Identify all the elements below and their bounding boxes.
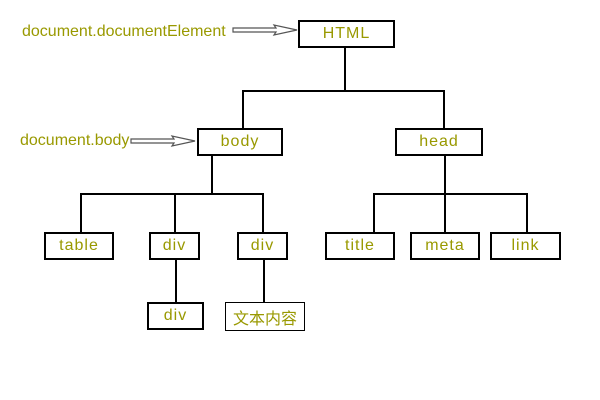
- node-div-1: div: [149, 232, 200, 260]
- connector-line: [344, 48, 346, 90]
- node-table: table: [44, 232, 114, 260]
- connector-line: [175, 260, 177, 302]
- node-title: title: [325, 232, 395, 260]
- connector-line: [373, 193, 528, 195]
- node-meta: meta: [410, 232, 480, 260]
- node-div-2: div: [237, 232, 288, 260]
- document-documentelement-label: document.documentElement: [22, 23, 226, 40]
- right-arrow-icon: [232, 24, 298, 36]
- document-body-label: document.body: [20, 132, 130, 149]
- connector-line: [211, 156, 213, 195]
- connector-line: [80, 193, 82, 232]
- connector-line: [373, 193, 375, 232]
- connector-line: [526, 193, 528, 232]
- node-link: link: [490, 232, 561, 260]
- node-div-3: div: [147, 302, 204, 330]
- node-text-node: 文本内容: [225, 302, 305, 331]
- right-arrow-icon: [130, 135, 196, 147]
- connector-line: [242, 90, 244, 128]
- connector-line: [263, 260, 265, 302]
- node-body: body: [197, 128, 283, 156]
- node-html: HTML: [298, 20, 395, 48]
- connector-line: [242, 90, 444, 92]
- connector-line: [262, 193, 264, 232]
- connector-line: [80, 193, 264, 195]
- connector-line: [443, 90, 445, 128]
- node-head: head: [395, 128, 483, 156]
- connector-line: [174, 193, 176, 232]
